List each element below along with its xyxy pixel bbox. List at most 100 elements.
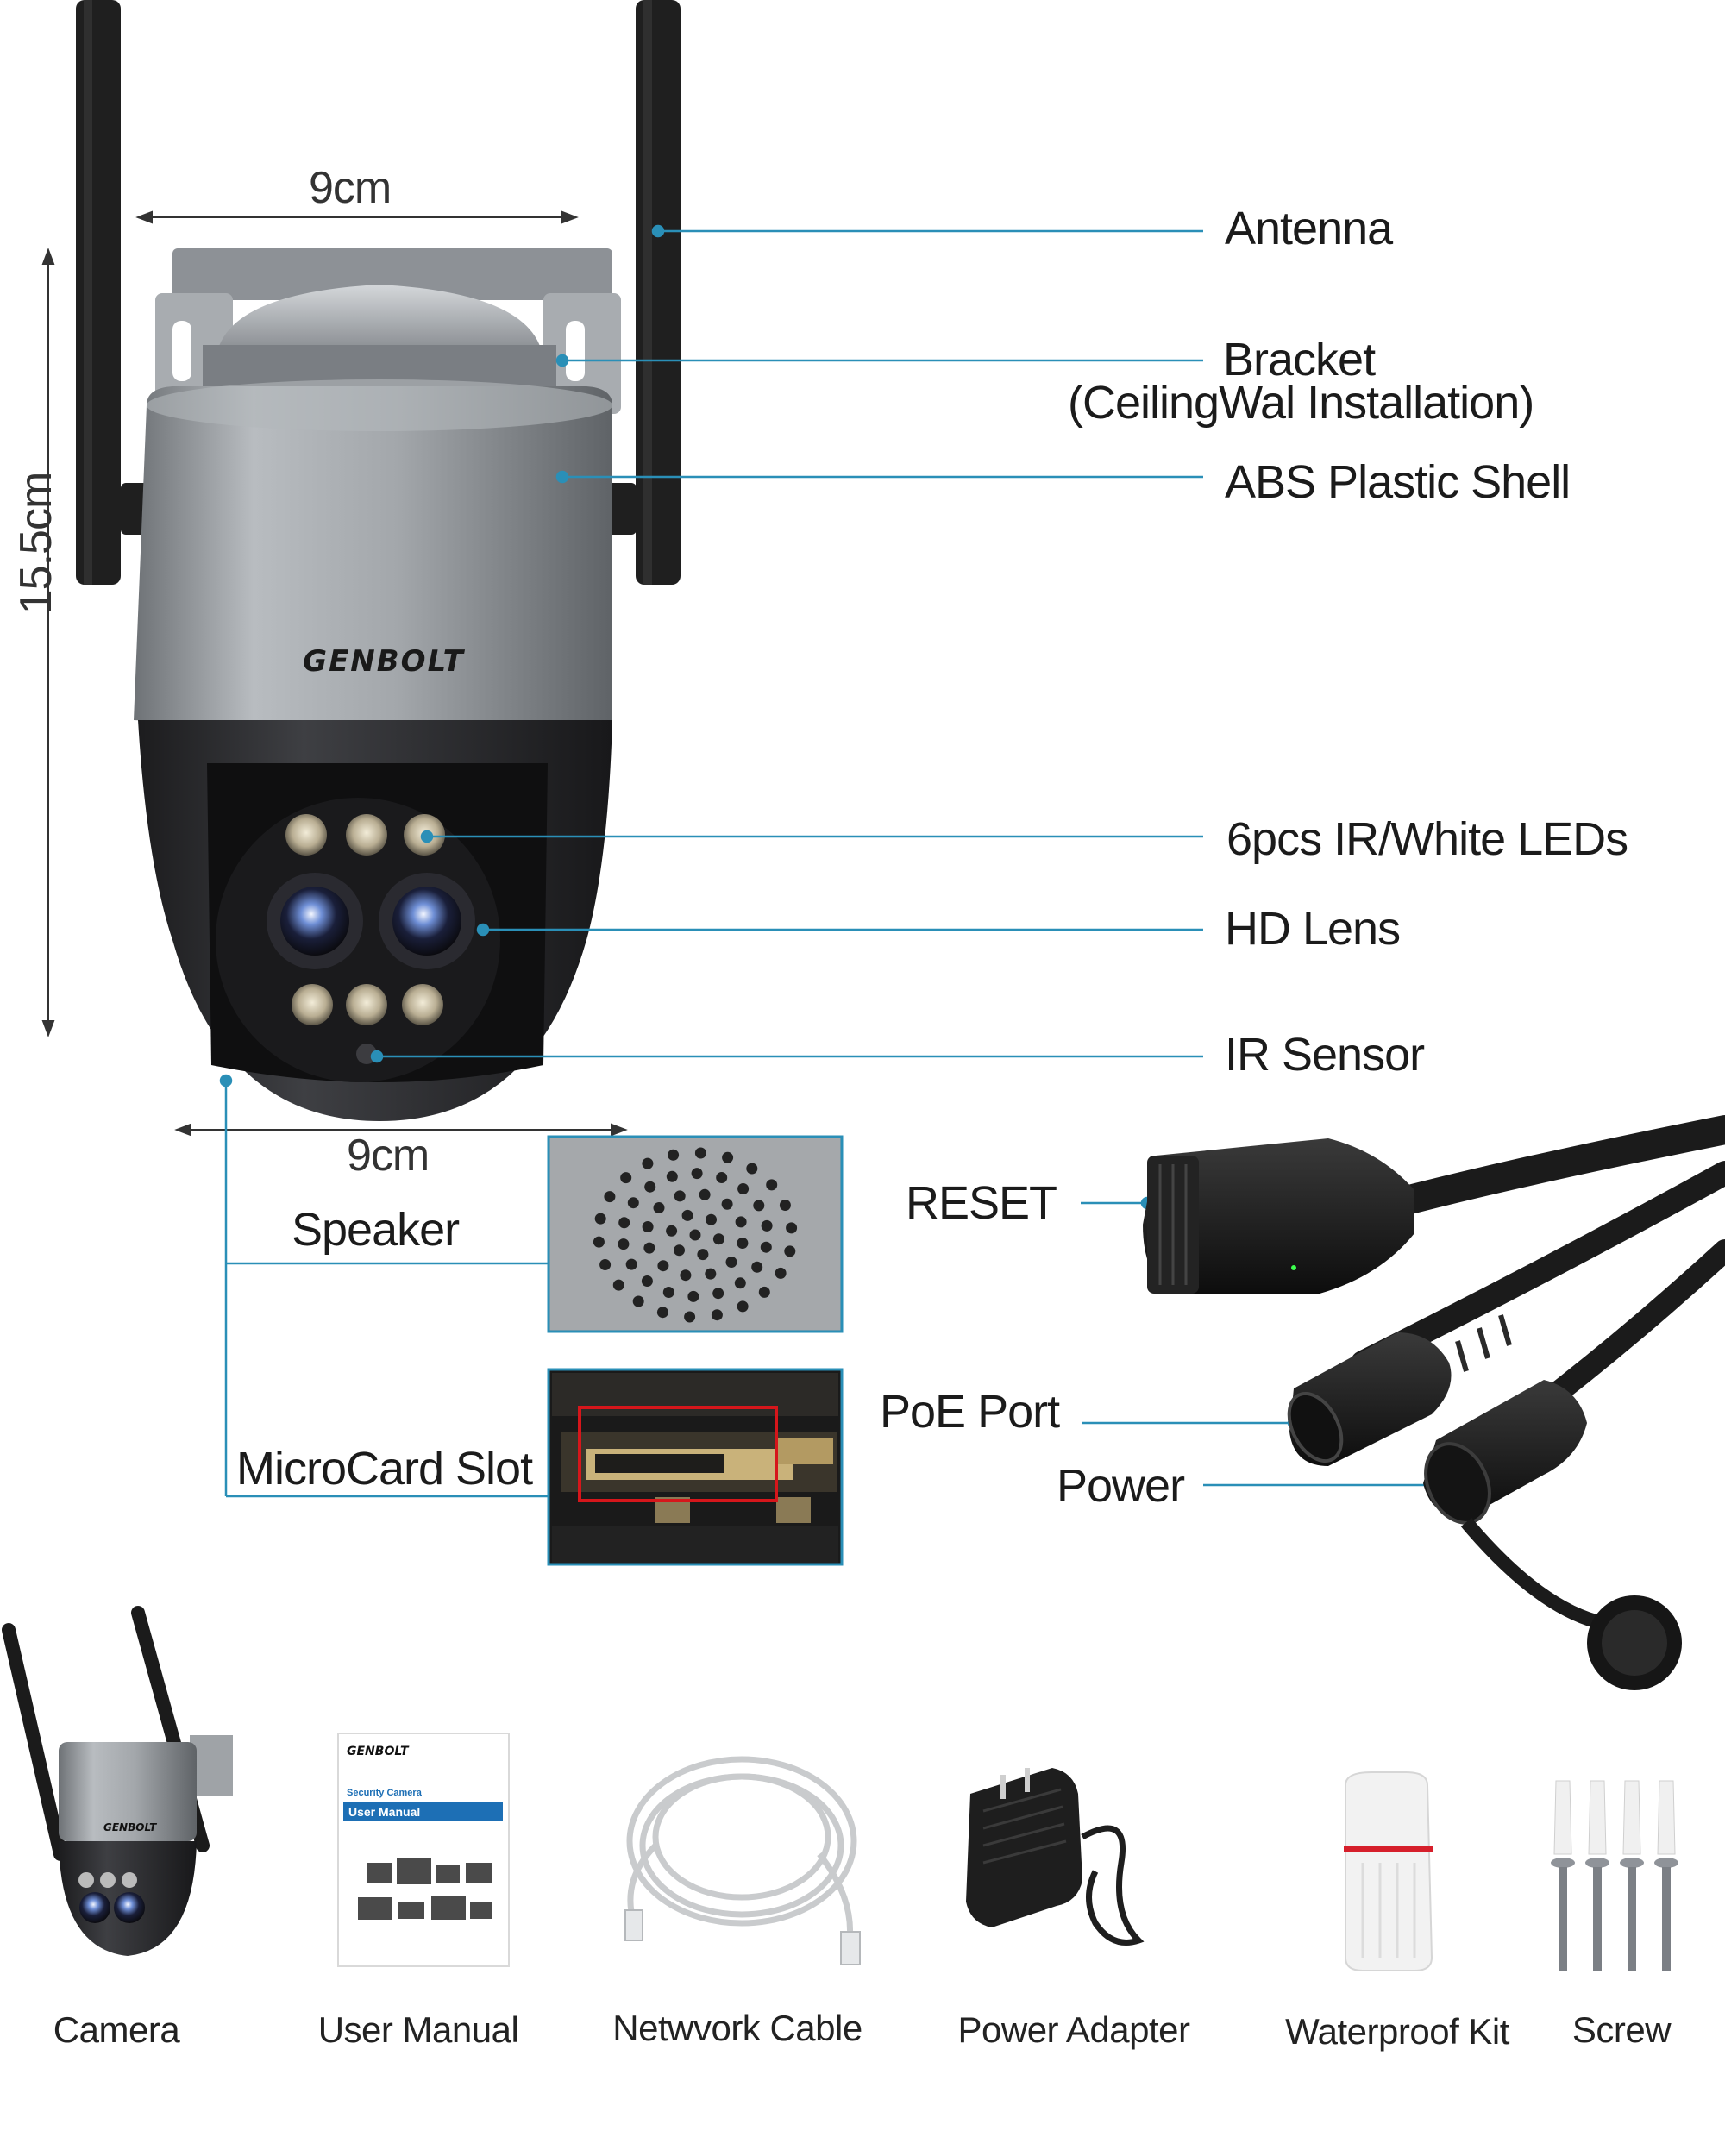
wall-anchor [1622, 1780, 1641, 1855]
speaker-hole [620, 1172, 632, 1184]
label-bracket-sub: (CeilingWal Installation) [1068, 377, 1534, 429]
speaker-hole [666, 1225, 678, 1237]
label-hd-lens: HD Lens [1225, 903, 1401, 955]
speaker-hole [594, 1213, 606, 1225]
speaker-hole [687, 1290, 699, 1302]
screw-shaft [1593, 1867, 1602, 1971]
speaker-hole [746, 1163, 758, 1175]
speaker-hole [737, 1300, 749, 1313]
speaker-hole [599, 1259, 612, 1270]
speaker-hole [694, 1147, 706, 1159]
accessory-screw-image [1551, 1780, 1678, 1971]
manual-subtitle: Security Camera [347, 1788, 423, 1798]
accessory-label-camera: Camera [53, 2009, 180, 2050]
speaker-hole [668, 1149, 680, 1161]
speaker-hole [716, 1172, 728, 1183]
screw-head [1585, 1858, 1609, 1868]
label-antenna: Antenna [1225, 203, 1393, 254]
speaker-hole [699, 1188, 711, 1200]
dimension-width-top: 9cm [309, 163, 392, 213]
speaker-hole [618, 1238, 630, 1250]
brand-logo: GENBOLT [303, 644, 465, 679]
dimension-lines [41, 210, 628, 1137]
speaker-hole [760, 1241, 772, 1253]
accessory-camera-image: GENBOLT [2, 1606, 233, 1956]
abs-plastic-shell [134, 386, 612, 727]
speaker-hole [737, 1238, 749, 1249]
speaker-hole [625, 1258, 637, 1270]
label-abs-plastic-shell: ABS Plastic Shell [1225, 456, 1571, 508]
speaker-hole [712, 1233, 724, 1245]
speaker-hole [735, 1216, 747, 1228]
speaker-hole [644, 1181, 656, 1193]
speaker-hole [656, 1307, 668, 1319]
microcard-slot-highlight [578, 1406, 778, 1502]
speaker-hole [691, 1168, 703, 1180]
screw-head [1620, 1858, 1644, 1868]
speaker-hole [641, 1275, 653, 1287]
speaker-hole [674, 1190, 686, 1202]
speaker-hole [618, 1217, 630, 1229]
dimension-height: 15.5cm [11, 472, 61, 615]
speaker-hole [653, 1202, 665, 1213]
speaker-hole [734, 1277, 746, 1289]
speaker-hole [666, 1170, 678, 1182]
speaker-hole [632, 1295, 644, 1307]
hd-lens [267, 873, 475, 969]
screw-shaft [1628, 1867, 1636, 1971]
speaker-hole [705, 1268, 717, 1280]
speaker-hole [680, 1269, 692, 1282]
svg-text:GENBOLT: GENBOLT [104, 1821, 157, 1833]
ir-white-leds [285, 814, 445, 1025]
speaker-hole [786, 1222, 798, 1234]
dome-top [216, 285, 543, 362]
screw-shaft [1559, 1867, 1567, 1971]
microcard-inset [547, 1368, 844, 1566]
speaker-hole [725, 1257, 737, 1268]
speaker-hole [751, 1261, 763, 1273]
speaker-hole [674, 1244, 685, 1257]
speaker-hole [684, 1311, 696, 1323]
bracket [155, 248, 621, 414]
speaker-hole [604, 1191, 616, 1203]
speaker-hole [642, 1157, 654, 1169]
speaker-hole [657, 1260, 669, 1272]
speaker-hole [775, 1267, 787, 1279]
camera-illustration: GENBOLT [76, 0, 681, 1121]
accessory-network-cable-image [624, 1756, 861, 1965]
accessory-label-user-manual: User Manual [317, 2009, 519, 2050]
accessory-label-network-cable: Netwvork Cable [612, 2008, 862, 2048]
speaker-hole [711, 1309, 723, 1321]
speaker-hole [737, 1183, 750, 1194]
screw-head [1551, 1858, 1575, 1868]
label-ir-white-leds: 6pcs IR/White LEDs [1226, 813, 1628, 865]
speaker-hole [779, 1200, 791, 1211]
wall-anchor [1588, 1780, 1607, 1855]
label-poe-port: PoE Port [880, 1386, 1060, 1438]
speaker-hole [642, 1221, 654, 1232]
speaker-hole [722, 1151, 734, 1163]
speaker-hole [712, 1288, 724, 1300]
speaker-hole [784, 1245, 796, 1257]
label-ir-sensor: IR Sensor [1225, 1029, 1425, 1081]
label-microcard-slot: MicroCard Slot [236, 1443, 533, 1495]
wall-anchor [1657, 1780, 1676, 1855]
speaker-hole [753, 1200, 765, 1212]
speaker-hole [758, 1286, 770, 1298]
screw-head [1654, 1858, 1678, 1868]
speaker-hole [593, 1236, 605, 1248]
speaker-hole [706, 1213, 717, 1225]
speaker-hole [721, 1198, 733, 1210]
label-reset: RESET [906, 1177, 1057, 1229]
accessory-waterproof-kit-image [1344, 1771, 1433, 1971]
antenna-left [76, 0, 121, 585]
speaker-hole [643, 1242, 656, 1254]
speaker-hole [612, 1279, 624, 1291]
label-speaker: Speaker [292, 1204, 460, 1256]
dimension-width-bottom: 9cm [347, 1131, 430, 1181]
speaker-hole [766, 1179, 778, 1191]
speaker-hole [681, 1209, 693, 1221]
speaker-hole [689, 1229, 701, 1241]
reset-connector [1143, 1138, 1414, 1294]
